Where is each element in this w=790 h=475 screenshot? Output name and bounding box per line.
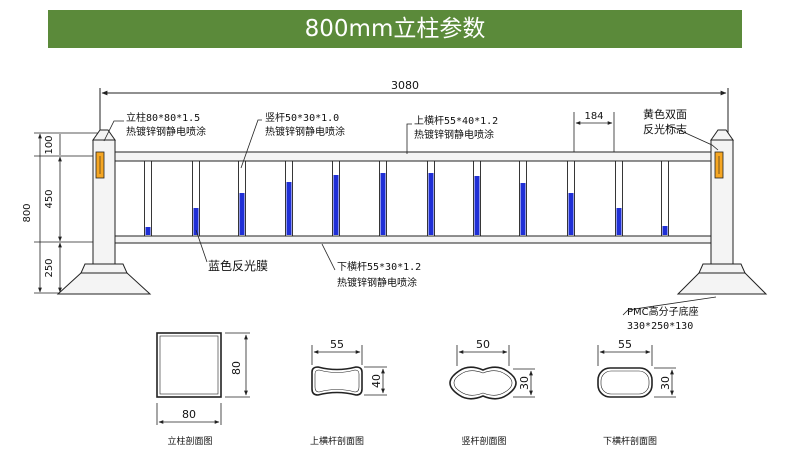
- blue-reflective-film: [520, 183, 526, 235]
- blue-reflective-film: [662, 226, 668, 235]
- upright: [144, 160, 152, 237]
- left-post: [56, 129, 152, 295]
- top-rail: [109, 151, 717, 162]
- post-spec: 立柱80*80*1.5: [126, 111, 200, 124]
- section-upright-width: 50: [476, 338, 490, 351]
- bottom-rail-callout: 下横杆55*30*1.2 热镀锌钢静电喷涂: [321, 243, 421, 289]
- spacing-dimension: 184: [573, 111, 615, 152]
- section-top-rail-height: 40: [370, 374, 383, 388]
- uprights: [144, 160, 669, 237]
- blue-reflective-film: [239, 193, 245, 235]
- blue-reflective-film: [333, 175, 339, 235]
- base-material: PMC高分子底座: [627, 305, 699, 318]
- spacing-label: 184: [584, 111, 603, 122]
- section-top-rail: 55 40 上横杆剖面图: [310, 338, 387, 447]
- upright: [192, 160, 200, 237]
- post-finish: 热镀锌钢静电喷涂: [126, 125, 206, 138]
- right-base-top: [698, 263, 746, 274]
- section-bottom-rail-height: 30: [659, 376, 672, 390]
- film-callout: 蓝色反光膜: [195, 229, 268, 273]
- post-callout: 立柱80*80*1.5 热镀锌钢静电喷涂: [103, 111, 206, 142]
- section-post-caption: 立柱剖面图: [167, 435, 212, 447]
- section-post-width: 80: [182, 408, 196, 421]
- segment-top-label: 100: [44, 135, 55, 154]
- sign-line2: 反光标志: [643, 122, 687, 136]
- blue-reflective-film: [193, 208, 199, 235]
- left-base-top: [80, 263, 128, 274]
- right-base: [676, 272, 768, 295]
- upright-finish: 热镀锌钢静电喷涂: [265, 125, 345, 138]
- bottom-rail-spec: 下横杆55*30*1.2: [337, 260, 421, 273]
- left-base: [56, 272, 152, 295]
- sign-line1: 黄色双面: [643, 107, 687, 121]
- section-upright-height: 30: [518, 376, 531, 390]
- bottom-rail-finish: 热镀锌钢静电喷涂: [337, 276, 417, 289]
- blue-reflective-film: [428, 173, 434, 235]
- section-upright-caption: 竖杆剖面图: [461, 435, 506, 447]
- section-bottom-rail: 55 30 下横杆剖面图: [597, 338, 676, 447]
- section-post-height: 80: [230, 361, 243, 375]
- top-rail-finish: 热镀锌钢静电喷涂: [414, 128, 494, 141]
- section-post: 80 80 立柱剖面图: [156, 332, 250, 447]
- upright-callout: 竖杆50*30*1.0 热镀锌钢静电喷涂: [240, 112, 345, 169]
- upright-spec: 竖杆50*30*1.0: [265, 112, 339, 124]
- blue-reflective-film: [286, 182, 292, 235]
- height-dimensions: 800 100 450 250: [22, 132, 100, 294]
- total-height-label: 800: [22, 203, 33, 222]
- sign-callout: 黄色双面 反光标志: [643, 107, 719, 151]
- blue-reflective-film: [616, 208, 622, 235]
- base-callout: PMC高分子底座 330*250*130: [622, 296, 717, 332]
- top-rail-spec: 上横杆55*40*1.2: [414, 114, 498, 127]
- section-bottom-rail-caption: 下横杆剖面图: [603, 435, 657, 447]
- film-label: 蓝色反光膜: [208, 259, 268, 273]
- overall-length-label: 3080: [391, 79, 419, 92]
- bottom-rail: [109, 235, 717, 244]
- blue-reflective-film: [380, 173, 386, 235]
- blue-reflective-film: [145, 227, 151, 235]
- right-post: [676, 129, 768, 295]
- section-bottom-rail-width: 55: [618, 338, 632, 351]
- section-top-rail-width: 55: [330, 338, 344, 351]
- segment-bottom-label: 250: [44, 258, 55, 277]
- top-rail-callout: 上横杆55*40*1.2 热镀锌钢静电喷涂: [406, 114, 498, 154]
- overall-length-dimension: 3080: [99, 79, 729, 135]
- blue-reflective-film: [474, 176, 480, 235]
- base-size: 330*250*130: [627, 321, 693, 332]
- upright: [615, 160, 623, 237]
- section-upright: 50 30 竖杆剖面图: [449, 338, 535, 447]
- segment-mid-label: 450: [44, 189, 55, 208]
- banner-title: 800mm立柱参数: [48, 10, 742, 48]
- section-top-rail-caption: 上横杆剖面图: [310, 435, 364, 447]
- blue-reflective-film: [568, 193, 574, 235]
- upright: [661, 160, 669, 237]
